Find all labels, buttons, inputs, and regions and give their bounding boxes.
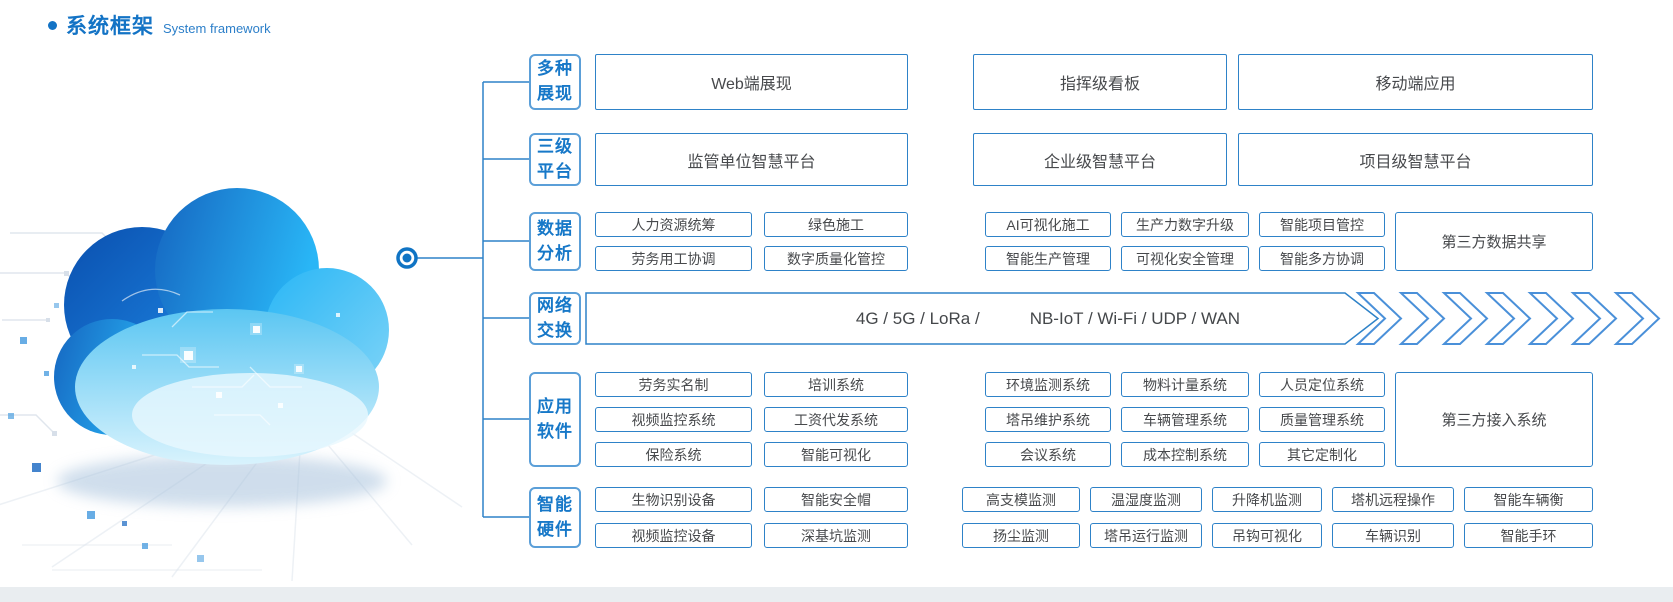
cloud-circuit-traces xyxy=(121,288,302,426)
network-arrow-shape xyxy=(585,292,1661,345)
box-enterprise-platform: 企业级智慧平台 xyxy=(973,133,1227,186)
bullet-icon xyxy=(48,20,57,30)
network-protocols-text: 4G / 5G / LoRa / NB-IoT / Wi-Fi / UDP / … xyxy=(585,292,1345,345)
label-line: 交换 xyxy=(537,320,573,340)
section-label-three-level-platform: 三级 平台 xyxy=(529,133,581,186)
cloud-shadow xyxy=(57,455,387,507)
box-training-system: 培训系统 xyxy=(764,372,908,397)
box-quality-mgmt-system: 质量管理系统 xyxy=(1259,407,1385,432)
section-label-application-software: 应用 软件 xyxy=(529,372,581,467)
box-mobile-app: 移动端应用 xyxy=(1238,54,1593,110)
box-video-surveillance-device: 视频监控设备 xyxy=(595,523,752,548)
box-labor-coordination: 劳务用工协调 xyxy=(595,246,752,271)
bottom-gray-band xyxy=(0,587,1673,602)
box-smart-visualization: 智能可视化 xyxy=(764,442,908,467)
box-dust-monitoring: 扬尘监测 xyxy=(962,523,1080,548)
label-line: 应用 xyxy=(537,396,573,416)
box-command-dashboard: 指挥级看板 xyxy=(973,54,1227,110)
label-line: 软件 xyxy=(537,421,573,441)
box-regulator-platform: 监管单位智慧平台 xyxy=(595,133,908,186)
label-line: 多种 xyxy=(537,59,573,79)
chevron-right-icons xyxy=(1355,292,1661,345)
box-smart-project-control: 智能项目管控 xyxy=(1259,212,1385,237)
box-project-platform: 项目级智慧平台 xyxy=(1238,133,1593,186)
box-smart-vehicle-scale: 智能车辆衡 xyxy=(1464,487,1593,512)
cloud-body xyxy=(54,188,389,465)
box-tower-crane-maintenance-system: 塔吊维护系统 xyxy=(985,407,1111,432)
label-line: 数据 xyxy=(537,218,573,238)
cloud-glow-squares xyxy=(132,308,340,408)
section-label-network-exchange: 网络 交换 xyxy=(529,292,581,345)
label-line: 网络 xyxy=(537,295,573,315)
box-tower-crane-operation-monitoring: 塔吊运行监测 xyxy=(1090,523,1202,548)
box-smart-production-mgmt: 智能生产管理 xyxy=(985,246,1111,271)
label-line: 智能 xyxy=(537,494,573,514)
box-other-customization: 其它定制化 xyxy=(1259,442,1385,467)
box-labor-real-name: 劳务实名制 xyxy=(595,372,752,397)
box-vehicle-recognition: 车辆识别 xyxy=(1332,523,1454,548)
box-smart-multiparty-coordination: 智能多方协调 xyxy=(1259,246,1385,271)
box-vehicle-mgmt-system: 车辆管理系统 xyxy=(1121,407,1249,432)
box-temp-humidity-monitoring: 温湿度监测 xyxy=(1090,487,1202,512)
cloud-graphic xyxy=(0,188,463,582)
box-meeting-system: 会议系统 xyxy=(985,442,1111,467)
scatter-squares xyxy=(8,303,204,562)
title-en: System framework xyxy=(163,21,271,36)
box-personnel-location-system: 人员定位系统 xyxy=(1259,372,1385,397)
box-biometric-device: 生物识别设备 xyxy=(595,487,752,512)
section-label-smart-hardware: 智能 硬件 xyxy=(529,487,581,548)
network-segment: NB-IoT / Wi-Fi / UDP / WAN xyxy=(1029,308,1240,328)
box-smart-wristband: 智能手环 xyxy=(1464,523,1593,548)
box-productivity-digital-upgrade: 生产力数字升级 xyxy=(1121,212,1249,237)
label-line: 分析 xyxy=(537,243,573,263)
box-hook-visualization: 吊钩可视化 xyxy=(1212,523,1322,548)
network-arrow-row: 4G / 5G / LoRa / NB-IoT / Wi-Fi / UDP / … xyxy=(585,292,1670,345)
section-label-data-analysis: 数据 分析 xyxy=(529,212,581,271)
box-hr-planning: 人力资源统筹 xyxy=(595,212,752,237)
section-label-display-modes: 多种 展现 xyxy=(529,54,581,110)
box-smart-helmet: 智能安全帽 xyxy=(764,487,908,512)
box-hoist-monitoring: 升降机监测 xyxy=(1212,487,1322,512)
box-insurance-system: 保险系统 xyxy=(595,442,752,467)
label-line: 三级 xyxy=(537,136,573,156)
box-tower-crane-remote-operation: 塔机远程操作 xyxy=(1332,487,1454,512)
box-payroll-system: 工资代发系统 xyxy=(764,407,908,432)
label-line: 平台 xyxy=(537,161,573,181)
box-third-party-data-sharing: 第三方数据共享 xyxy=(1395,212,1593,271)
box-third-party-access-system: 第三方接入系统 xyxy=(1395,372,1593,467)
box-web-display: Web端展现 xyxy=(595,54,908,110)
box-visual-safety-mgmt: 可视化安全管理 xyxy=(1121,246,1249,271)
box-env-monitoring-system: 环境监测系统 xyxy=(985,372,1111,397)
box-deep-pit-monitoring: 深基坑监测 xyxy=(764,523,908,548)
label-line: 展现 xyxy=(537,84,573,103)
network-segment: 4G / 5G / LoRa / xyxy=(855,308,980,328)
page-title: 系统框架 System framework xyxy=(48,10,271,40)
box-ai-visual-construction: AI可视化施工 xyxy=(985,212,1111,237)
title-zh: 系统框架 xyxy=(66,15,154,38)
box-high-formwork-monitoring: 高支模监测 xyxy=(962,487,1080,512)
label-line: 硬件 xyxy=(537,519,573,539)
box-green-construction: 绿色施工 xyxy=(764,212,908,237)
box-material-metering-system: 物料计量系统 xyxy=(1121,372,1249,397)
box-video-surveillance-system: 视频监控系统 xyxy=(595,407,752,432)
box-cost-control-system: 成本控制系统 xyxy=(1121,442,1249,467)
box-digital-quality-control: 数字质量化管控 xyxy=(764,246,908,271)
